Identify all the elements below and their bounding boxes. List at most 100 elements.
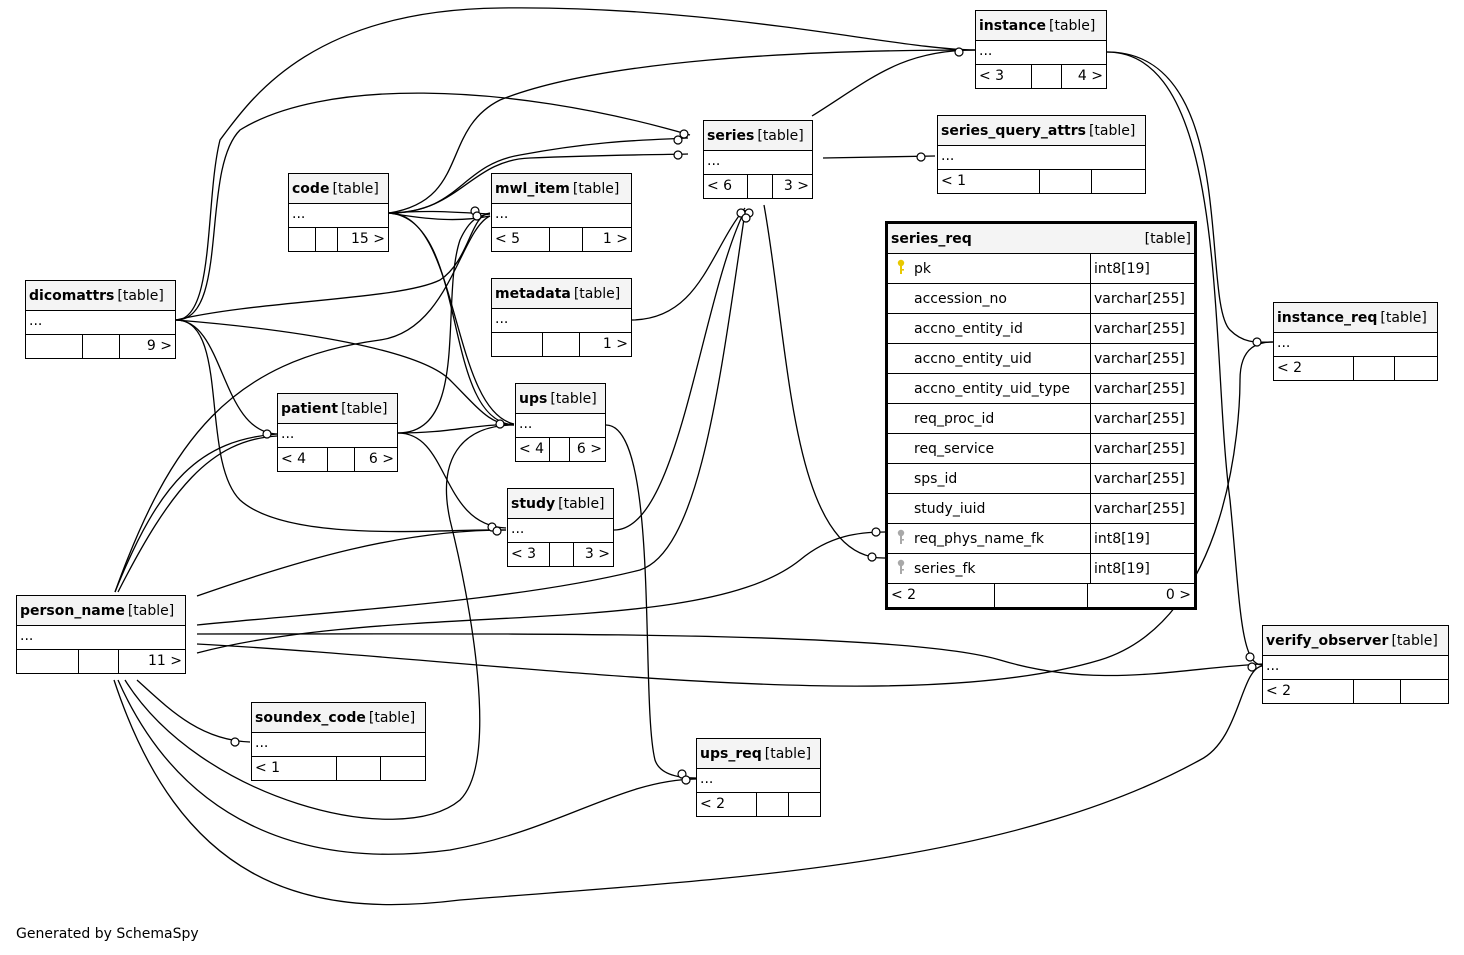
table-tag: [table] bbox=[332, 180, 379, 197]
edge-dicomattrs-ups bbox=[175, 319, 515, 426]
children-count[interactable] bbox=[381, 757, 426, 780]
table-ups-req[interactable]: ups_req[table] ... < 2 bbox=[696, 738, 821, 817]
footer-mid bbox=[316, 228, 339, 251]
parents-count[interactable]: < 6 bbox=[704, 175, 749, 198]
column-type: varchar[255] bbox=[1094, 320, 1185, 337]
parents-count[interactable]: < 2 bbox=[1274, 357, 1354, 380]
children-count[interactable]: 6 > bbox=[576, 441, 603, 457]
children-count[interactable] bbox=[1092, 170, 1145, 193]
crowsfoot-marker bbox=[472, 211, 482, 221]
table-verify-observer[interactable]: verify_observer[table] ... < 2 bbox=[1262, 625, 1449, 704]
parents-count[interactable] bbox=[289, 228, 317, 251]
edge-dicomattrs-series bbox=[175, 92, 691, 321]
edge-person-ups bbox=[124, 424, 515, 820]
children-count[interactable]: 11 > bbox=[148, 653, 182, 669]
column-name: req_service bbox=[914, 440, 995, 457]
table-metadata[interactable]: metadata[table] ... 1 > bbox=[491, 278, 632, 357]
children-count[interactable] bbox=[1395, 357, 1437, 380]
children-count[interactable]: 3 > bbox=[584, 546, 610, 562]
edge-code-instance bbox=[388, 49, 976, 214]
table-dicomattrs[interactable]: dicomattrs[table] ... 9 > bbox=[25, 280, 176, 359]
children-count[interactable]: 15 > bbox=[351, 231, 385, 247]
children-count[interactable]: 3 > bbox=[783, 178, 809, 194]
table-tag: [table] bbox=[368, 709, 416, 726]
children-count[interactable]: 1 > bbox=[602, 336, 628, 352]
edge-code-series-2 bbox=[388, 153, 689, 214]
columns-placeholder: ... bbox=[508, 519, 613, 543]
table-footer: < 2 bbox=[1274, 357, 1437, 380]
edge-metadata-series bbox=[630, 207, 746, 321]
parents-count[interactable]: < 2 bbox=[1263, 680, 1354, 703]
table-tag: [table] bbox=[572, 180, 620, 197]
children-count[interactable]: 1 > bbox=[602, 231, 628, 247]
table-tag: [table] bbox=[1049, 17, 1096, 34]
parents-count[interactable]: < 3 bbox=[976, 65, 1033, 88]
edge-person-upsreq bbox=[117, 679, 697, 855]
children-count[interactable]: 4 > bbox=[1077, 68, 1103, 84]
table-code[interactable]: code[table] ... 15 > bbox=[288, 173, 389, 252]
parents-count[interactable]: < 1 bbox=[938, 170, 1040, 193]
parents-count[interactable] bbox=[26, 335, 84, 358]
columns-placeholder: ... bbox=[697, 769, 820, 793]
table-tag: [table] bbox=[1380, 309, 1427, 326]
edge-patient-study bbox=[397, 432, 507, 529]
columns-placeholder: ... bbox=[1263, 656, 1448, 680]
table-instance-req[interactable]: instance_req[table] ... < 2 bbox=[1273, 302, 1438, 381]
parents-count[interactable]: < 4 bbox=[278, 448, 329, 471]
children-count[interactable]: 0 > bbox=[1165, 587, 1191, 603]
table-tag: [table] bbox=[117, 287, 164, 304]
parents-count[interactable]: < 2 bbox=[888, 584, 995, 607]
parents-count[interactable]: < 1 bbox=[252, 757, 337, 780]
table-soundex-code[interactable]: soundex_code[table] ... < 1 bbox=[251, 702, 426, 781]
columns-placeholder: ... bbox=[26, 311, 175, 335]
column-row[interactable]: req_service varchar[255] bbox=[888, 434, 1194, 464]
parents-count[interactable]: < 2 bbox=[697, 793, 757, 816]
column-type: varchar[255] bbox=[1094, 440, 1185, 457]
parents-count[interactable] bbox=[17, 650, 80, 673]
table-footer: < 5 1 > bbox=[492, 228, 631, 251]
edge-person-soundex bbox=[136, 679, 251, 743]
table-footer: 11 > bbox=[17, 650, 185, 673]
footer-mid bbox=[1040, 170, 1092, 193]
parents-count[interactable]: < 4 bbox=[516, 438, 551, 461]
table-footer: < 4 6 > bbox=[278, 448, 397, 471]
table-series-query-attrs[interactable]: series_query_attrs[table] ... < 1 bbox=[937, 115, 1146, 194]
parents-count[interactable] bbox=[492, 333, 544, 356]
parents-count[interactable]: < 3 bbox=[508, 543, 551, 566]
column-name: sps_id bbox=[914, 470, 958, 487]
children-count[interactable]: 9 > bbox=[146, 338, 172, 354]
column-name: accno_entity_uid_type bbox=[914, 380, 1070, 397]
footer-mid bbox=[550, 543, 574, 566]
children-count[interactable] bbox=[1401, 680, 1449, 703]
children-count[interactable]: 6 > bbox=[368, 451, 394, 467]
column-type: varchar[255] bbox=[1094, 290, 1185, 307]
table-person-name[interactable]: person_name[table] ... 11 > bbox=[16, 595, 186, 674]
edge-person-patient-2 bbox=[117, 435, 278, 593]
crowsfoot-marker bbox=[673, 135, 683, 145]
footer-mid bbox=[757, 793, 789, 816]
edge-dicomattrs-mwl bbox=[175, 212, 491, 321]
table-tag: [table] bbox=[764, 745, 812, 762]
table-footer: 1 > bbox=[492, 333, 631, 356]
column-type: int8[19] bbox=[1094, 260, 1150, 277]
parents-count[interactable]: < 5 bbox=[492, 228, 551, 251]
children-count[interactable] bbox=[789, 793, 821, 816]
